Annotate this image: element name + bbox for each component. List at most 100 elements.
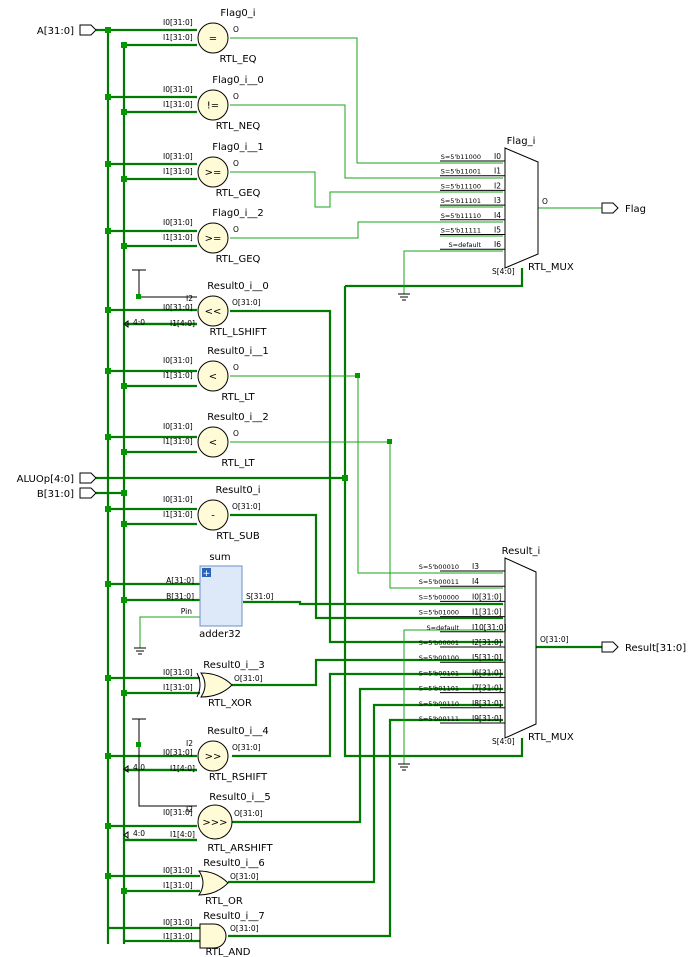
mux-select-value: S=5'b00111 <box>419 715 459 723</box>
cell-type: RTL_ARSHIFT <box>207 843 273 854</box>
adder32-cell: sum + A[31:0] B[31:0] Pin S[31:0] adder3… <box>166 552 273 640</box>
pin-i1: I1[31:0] <box>163 167 193 176</box>
pin-i0: I0[31:0] <box>163 495 193 504</box>
adder-pin-pin: Pin <box>181 607 192 616</box>
junction-dots <box>105 27 392 894</box>
adder-name: sum <box>209 552 230 563</box>
port-a-label: A[31:0] <box>37 26 74 37</box>
mux-select-value: S=5'b00011 <box>419 578 459 586</box>
mux-select-value: S=5'b11000 <box>441 153 481 161</box>
mux-select-value: S=5'b01101 <box>419 685 459 693</box>
flag-mux-name: Flag_i <box>507 136 536 147</box>
mux-select-value: S=default <box>449 241 482 249</box>
cell-body <box>197 156 229 188</box>
cell-name: Flag0_i__2 <box>212 208 264 219</box>
mux-input-pin: I5[31:0] <box>472 653 502 662</box>
cell-operator: - <box>211 511 215 522</box>
cell-7: Result0_i-I0[31:0]I1[31:0]O[31:0]RTL_SUB <box>163 485 261 542</box>
or-gate-type: RTL_OR <box>205 896 243 907</box>
mux-input-pin: I3 <box>472 562 479 571</box>
xor-gate-name: Result0_i__3 <box>203 660 264 671</box>
port-aluop-label: ALUOp[4:0] <box>17 474 74 485</box>
and-gate-name: Result0_i__7 <box>203 911 264 922</box>
cell-operator: >= <box>205 168 222 179</box>
pin-o: O[31:0] <box>232 502 261 511</box>
mux-select-value: S=5'b11100 <box>441 182 481 190</box>
cell-operator: != <box>207 101 219 112</box>
flag-mux-body <box>504 147 539 269</box>
adder-pin-s: S[31:0] <box>246 592 274 601</box>
cell-name: Result0_i__2 <box>207 412 268 423</box>
cell-type: RTL_SUB <box>216 531 260 542</box>
cell-operator: >= <box>205 234 222 245</box>
mux-input-pin: I8[31:0] <box>472 699 502 708</box>
mux-select-value: S=5'b11101 <box>441 197 481 205</box>
xor-gate-cell: Result0_i__3 I0[31:0] I1[31:0] O[31:0] R… <box>163 660 265 709</box>
cell-name: Flag0_i__0 <box>212 75 264 86</box>
and-gate-cell: Result0_i__7 I0[31:0] I1[31:0] O[31:0] R… <box>163 911 265 957</box>
pin-o: O[31:0] <box>234 809 263 818</box>
cell-name: Result0_i__5 <box>209 792 270 803</box>
pin-i1: I1[4:0] <box>170 764 195 773</box>
adder-pin-b: B[31:0] <box>166 592 194 601</box>
result-mux-sel: S[4:0] <box>492 737 515 746</box>
mux-select-value: S=5'b00010 <box>419 563 459 571</box>
adder-plus: + <box>203 569 211 579</box>
pin-o: O[31:0] <box>232 298 261 307</box>
cell-name: Flag0_i__1 <box>212 142 264 153</box>
mux-input-pin: I4 <box>494 211 501 220</box>
port-flag-label: Flag <box>625 204 646 215</box>
mux-input-pin: I2 <box>494 181 501 190</box>
pin-i1: I1[31:0] <box>163 371 193 380</box>
cell-body <box>197 360 229 392</box>
pin-i0: I0[31:0] <box>163 356 193 365</box>
cell-operator: >>> <box>202 818 227 829</box>
mux-input-pin: I2[31:0] <box>472 638 502 647</box>
mux-input-pin: I5 <box>494 226 501 235</box>
pin-range: 4:0 <box>133 763 145 772</box>
cell-8: Result0_i__4>>I2I0[31:0]I1[4:0]4:0O[31:0… <box>123 726 269 783</box>
and-pin-i1: I1[31:0] <box>163 932 193 941</box>
mux-input-pin: I3 <box>494 196 501 205</box>
mux-select-value: S=5'b00110 <box>419 700 459 708</box>
port-result-label: Result[31:0] <box>625 643 686 654</box>
pin-i0: I0[31:0] <box>163 748 193 757</box>
xor-pin-o: O[31:0] <box>234 674 263 683</box>
cell-operator: < <box>209 372 217 383</box>
port-b-label: B[31:0] <box>37 489 74 500</box>
pin-i0: I0[31:0] <box>163 422 193 431</box>
adder-body <box>199 565 243 627</box>
pin-i1: I1[31:0] <box>163 437 193 446</box>
pin-range: 4:0 <box>133 829 145 838</box>
and-pin-o: O[31:0] <box>230 924 259 933</box>
and-pin-i0: I0[31:0] <box>163 918 193 927</box>
pin-i2: I2 <box>186 805 193 814</box>
port-a: A[31:0] <box>37 24 97 37</box>
result-mux-type: RTL_MUX <box>528 732 574 743</box>
cell-body <box>197 499 229 531</box>
pin-i0: I0[31:0] <box>163 152 193 161</box>
adder-expand-icon[interactable] <box>202 568 211 577</box>
mux-input-pin: I9[31:0] <box>472 714 502 723</box>
cell-type: RTL_RSHIFT <box>209 772 268 783</box>
cell-type: RTL_LT <box>221 458 255 469</box>
cell-type: RTL_EQ <box>219 54 256 65</box>
cell-operator: >> <box>205 752 222 763</box>
xor-pin-i0: I0[31:0] <box>163 668 193 677</box>
cell-9: Result0_i__5>>>I2I0[31:0]I1[4:0]4:0O[31:… <box>123 792 273 854</box>
pin-o: O <box>233 92 239 101</box>
cell-name: Flag0_i <box>220 8 255 19</box>
xor-pin-i1: I1[31:0] <box>163 683 193 692</box>
pin-i1: I1[31:0] <box>163 33 193 42</box>
cell-body <box>197 426 229 458</box>
pin-o: O[31:0] <box>232 743 261 752</box>
mux-select-value: S=5'b00100 <box>419 654 459 662</box>
cell-body <box>197 804 233 840</box>
cell-name: Result0_i__0 <box>207 281 268 292</box>
